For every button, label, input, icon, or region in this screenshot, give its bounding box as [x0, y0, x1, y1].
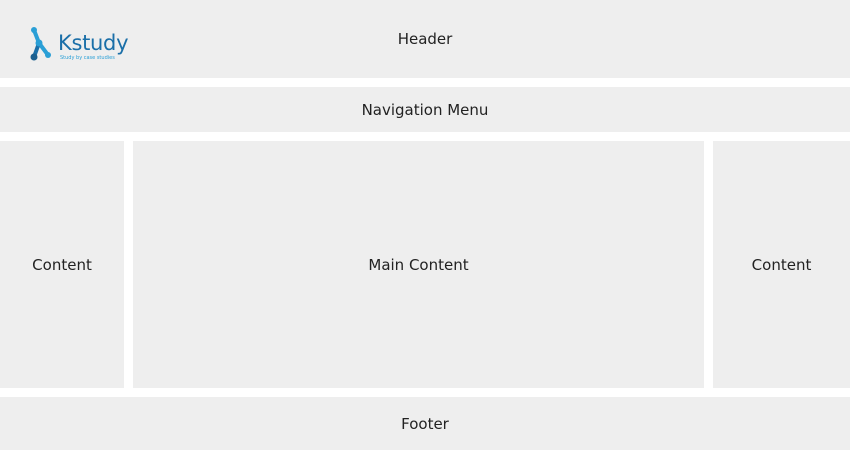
navigation-menu[interactable]: Navigation Menu: [0, 87, 850, 132]
logo-tagline: Study by case studies: [60, 55, 115, 61]
right-sidebar-content: Content: [713, 141, 850, 388]
page-header: Kstudy Study by case studies Header: [0, 0, 850, 78]
logo-name: Kstudy: [58, 31, 129, 55]
kstudy-logo-icon: [30, 27, 51, 61]
left-sidebar-content: Content: [0, 141, 124, 388]
footer-label: Footer: [401, 414, 449, 433]
kstudy-logo[interactable]: Kstudy Study by case studies: [28, 26, 129, 64]
left-sidebar-label: Content: [32, 255, 92, 274]
header-title: Header: [397, 30, 453, 48]
main-content: Main Content: [133, 141, 704, 388]
page-footer: Footer: [0, 397, 850, 450]
right-sidebar-label: Content: [751, 255, 812, 274]
navigation-menu-label: Navigation Menu: [361, 100, 489, 119]
main-content-label: Main Content: [368, 255, 469, 274]
